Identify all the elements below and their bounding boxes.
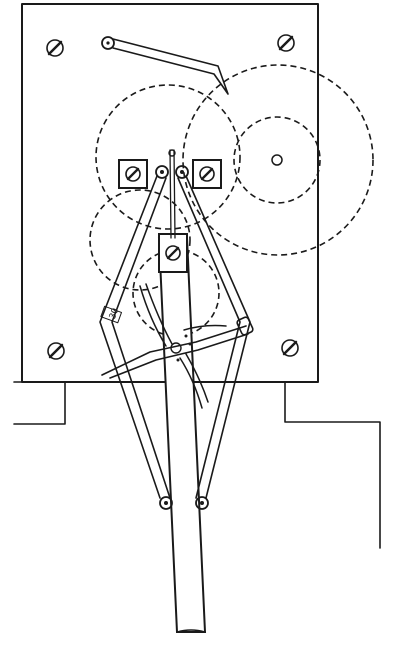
pivot-lower-right (195, 496, 209, 510)
wheel-large-right (182, 64, 374, 256)
screw-top-left (46, 39, 64, 57)
click-lever (101, 36, 229, 95)
wheel-middle-left (89, 189, 191, 291)
wheel-train-dashed (89, 64, 374, 337)
pivot-upper-right (175, 165, 189, 179)
arbor-hole (271, 154, 283, 166)
pinion-right (233, 116, 321, 204)
suspension-spring (168, 149, 176, 239)
wheel-upper-left (95, 84, 241, 230)
block-left (118, 159, 148, 189)
arm-label: 30 (108, 307, 121, 321)
block-right (192, 159, 222, 189)
screw-bottom-right (281, 339, 299, 357)
pivot-lower-left (159, 496, 173, 510)
anchor-assembly (101, 283, 254, 409)
screw-bottom-left (47, 342, 65, 360)
screw-top-right (277, 34, 295, 52)
pivot-upper-left (155, 165, 169, 179)
pendulum-rod (157, 233, 207, 633)
